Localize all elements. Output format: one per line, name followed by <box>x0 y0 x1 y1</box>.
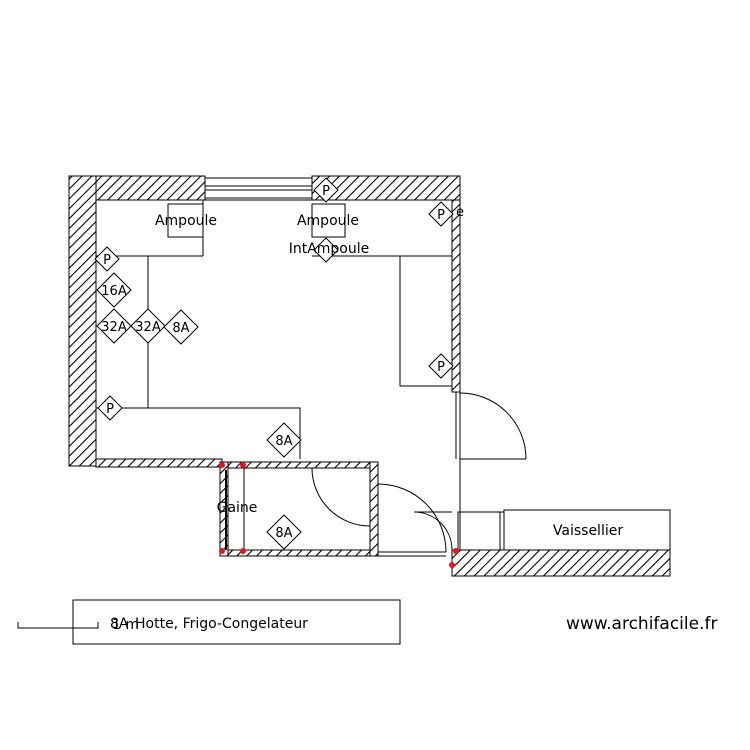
room-labels: Ampoule Ampoule IntAmpoule Gaine Vaissel… <box>155 213 623 539</box>
socket-label: P <box>103 253 111 268</box>
socket-label: P <box>437 360 445 375</box>
socket-diamond <box>163 309 199 345</box>
socket-diamond <box>428 201 454 227</box>
socket-label-8a: 8A <box>275 526 292 541</box>
label-ampoule-mid: Ampoule <box>297 213 359 229</box>
wall-bottom-right <box>451 549 671 577</box>
socket-diamond <box>96 272 132 308</box>
switch-diamond <box>313 237 339 263</box>
ampoule-box-left <box>167 203 204 238</box>
window-top <box>204 177 313 199</box>
wall-gaine-top <box>227 461 377 469</box>
ampoule-box-mid <box>311 203 346 238</box>
vaissellier-box <box>503 509 671 551</box>
symbol-labels: P P e P 16A 32A 32A 8A P P 8A 8A <box>101 184 464 541</box>
socket-diamond <box>96 308 132 344</box>
socket-label: P <box>106 402 114 417</box>
socket-label-extra: e <box>456 205 464 220</box>
socket-label-32a: 32A <box>135 320 161 335</box>
socket-diamond <box>266 422 302 458</box>
label-ampoule-left: Ampoule <box>155 213 217 229</box>
socket-diamond <box>313 177 339 203</box>
legend-line-1: 8A <box>110 616 129 632</box>
socket-label-8a: 8A <box>275 434 292 449</box>
doors <box>311 392 527 557</box>
socket-diamond <box>130 308 166 344</box>
wall-left <box>68 175 97 467</box>
scale-label: 1 m <box>112 617 139 633</box>
legend-box <box>72 599 401 645</box>
socket-label-32a: 32A <box>101 320 127 335</box>
wall-gaine-bottom <box>227 549 371 557</box>
socket-diamond <box>94 246 120 272</box>
socket-label-8a: 8A <box>172 321 189 336</box>
legend-line-2: Hotte, Frigo-Congelateur <box>135 616 308 632</box>
socket-diamond <box>97 395 123 421</box>
wall-bottom-left <box>95 458 223 468</box>
walls <box>68 175 671 577</box>
socket-diamond <box>266 514 302 550</box>
socket-label: P <box>437 208 445 223</box>
wall-top-left <box>95 175 206 201</box>
label-vaissellier: Vaissellier <box>553 523 623 539</box>
credit-text: www.archifacile.fr <box>566 614 717 634</box>
socket-diamond <box>428 353 454 379</box>
wall-right-upper <box>451 199 461 393</box>
gaine-box <box>225 467 245 551</box>
electrical-symbols <box>94 177 454 550</box>
wall-nodes <box>219 462 459 568</box>
wall-gaine-right <box>369 461 379 557</box>
socket-label-16a: 16A <box>101 284 127 299</box>
scale-bar <box>17 622 99 629</box>
label-int-ampoule: IntAmpoule <box>289 241 370 257</box>
label-gaine: Gaine <box>217 500 258 516</box>
legend: 1 m 8A Hotte, Frigo-Congelateur <box>17 599 401 645</box>
socket-label: P <box>322 184 330 199</box>
